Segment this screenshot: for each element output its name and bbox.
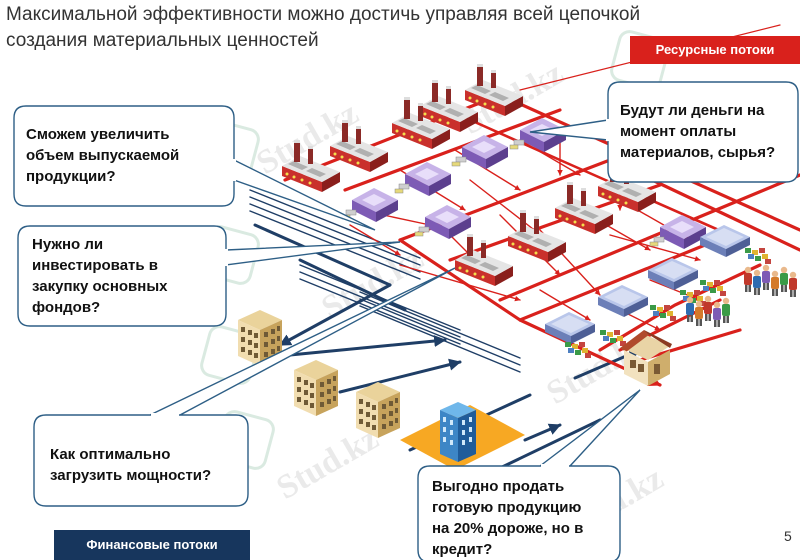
callout-line: продукции? [26, 168, 116, 185]
callout-line: закупку основных [32, 278, 168, 295]
page-title: Максимальной эффективности можно достичь… [6, 2, 746, 54]
callout-line: инвестировать в [32, 257, 159, 274]
page-number: 5 [784, 528, 792, 544]
callout-line: Нужно ли [32, 236, 104, 253]
warehouse-icon [648, 258, 698, 290]
callout-line: на 20% дороже, но в [432, 520, 584, 537]
factories [282, 64, 656, 286]
office-building-icon [294, 360, 338, 416]
crowd-icon [686, 295, 730, 327]
house-icon [620, 330, 672, 386]
callout-load-capacity-text: Как оптимально загрузить мощности? [50, 444, 211, 486]
warehouse-icon [700, 225, 750, 257]
callout-line: загрузить мощности? [50, 467, 212, 484]
office-building-icon [356, 382, 400, 438]
callout-line: Выгодно продать [432, 478, 565, 495]
warehouse-icon [545, 312, 595, 344]
callout-money-payment-text: Будут ли деньги на момент оплаты материа… [620, 100, 775, 163]
callout-line: готовую продукцию [432, 499, 582, 516]
financial-flows-tag: Финансовые потоки [54, 530, 250, 560]
callout-line: объем выпускаемой [26, 147, 180, 164]
warehouse-icon [598, 285, 648, 317]
callout-sell-credit-text: Выгодно продать готовую продукцию на 20%… [432, 476, 583, 560]
callout-line: Будут ли деньги на [620, 102, 765, 119]
title-line-2: создания материальных ценностей [6, 30, 319, 51]
callout-line: материалов, сырья? [620, 144, 776, 161]
office-building-icon [440, 402, 476, 462]
callout-line: Сможем увеличить [26, 126, 170, 143]
callout-line: фондов? [32, 299, 101, 316]
callout-line: момент оплаты [620, 123, 737, 140]
callouts [13, 81, 799, 560]
callout-line: Как оптимально [50, 446, 171, 463]
callout-increase-output-text: Сможем увеличить объем выпускаемой проду… [26, 124, 179, 187]
goods-icon [745, 248, 771, 264]
callout-invest-assets-text: Нужно ли инвестировать в закупку основны… [32, 234, 168, 318]
callout-line: кредит? [432, 541, 493, 558]
machine-icon [414, 204, 472, 240]
goods-icon [565, 342, 591, 358]
resource-flows-tag: Ресурсные потоки [630, 36, 800, 64]
machine-icon [451, 134, 509, 170]
title-line-1: Максимальной эффективности можно достичь… [6, 4, 641, 25]
